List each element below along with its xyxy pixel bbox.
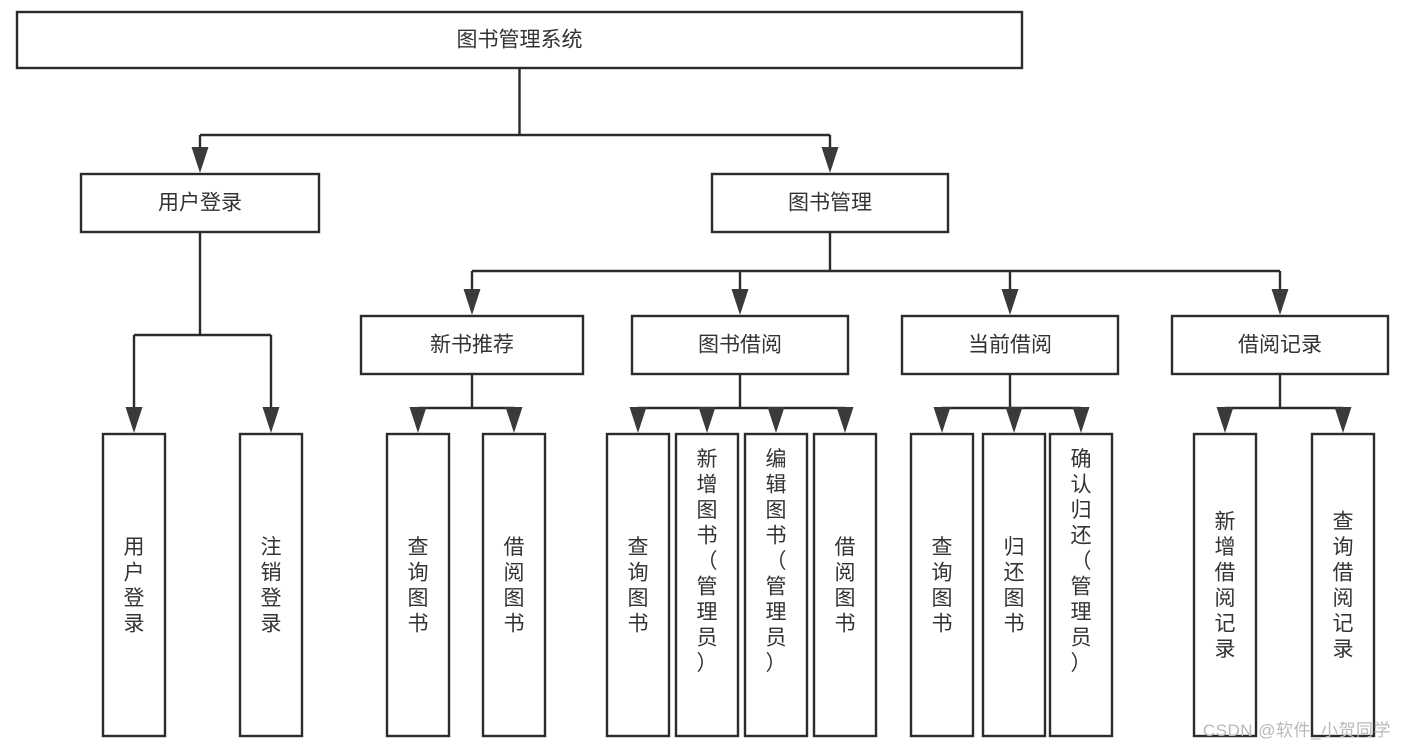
node-label: 图书管理系统 [457,29,583,52]
node-newbook[interactable]: 新书推荐 [359,314,585,376]
node-label: 查询图书 [408,535,429,635]
node-label: 查询图书 [932,535,953,635]
connector-group-bookmgmt [463,232,1289,315]
connector-group-current [933,374,1090,433]
connector-group-records [1216,374,1352,433]
node-label: 查询借阅记录 [1333,510,1354,661]
node-leaf-current-1[interactable]: 查询图书 [909,432,975,738]
node-label: 图书借阅 [698,334,782,357]
node-label: 注销登录 [261,535,282,635]
node-bookmgmt[interactable]: 图书管理 [710,172,950,234]
node-records[interactable]: 借阅记录 [1170,314,1390,376]
node-leaf-borrow-1[interactable]: 查询图书 [605,432,671,738]
node-leaf-current-3[interactable]: 确认归还（管理员） [1048,432,1114,738]
connector-layer [125,68,1352,433]
node-leaf-newbook-2[interactable]: 借阅图书 [481,432,547,738]
node-label: 借阅图书 [835,535,856,635]
node-login[interactable]: 用户登录 [79,172,321,234]
node-label: 当前借阅 [968,334,1052,357]
connector-group-borrow [629,374,854,433]
node-leaf-login-2[interactable]: 注销登录 [238,432,304,738]
node-label: 编辑图书（管理员） [766,448,787,675]
node-leaf-records-1[interactable]: 新增借阅记录 [1192,432,1258,738]
node-root[interactable]: 图书管理系统 [15,10,1024,70]
node-leaf-current-2[interactable]: 归还图书 [981,432,1047,738]
node-label: 用户登录 [124,535,145,635]
node-label: 新书推荐 [430,334,514,357]
node-label: 用户登录 [158,192,242,215]
node-leaf-records-2[interactable]: 查询借阅记录 [1310,432,1376,738]
node-current[interactable]: 当前借阅 [900,314,1120,376]
node-label: 新增图书（管理员） [697,448,718,675]
node-label: 确认归还（管理员） [1071,448,1092,675]
node-leaf-login-1[interactable]: 用户登录 [101,432,167,738]
node-leaf-borrow-4[interactable]: 借阅图书 [812,432,878,738]
connector-group-login [125,232,280,433]
node-layer: 图书管理系统用户登录图书管理新书推荐图书借阅当前借阅借阅记录用户登录注销登录查询… [15,10,1390,738]
node-label: 归还图书 [1004,535,1025,635]
node-label: 借阅记录 [1238,334,1322,357]
node-leaf-newbook-1[interactable]: 查询图书 [385,432,451,738]
node-label: 查询图书 [628,535,649,635]
connector-group-newbook [409,374,523,433]
node-borrow[interactable]: 图书借阅 [630,314,850,376]
node-leaf-borrow-2[interactable]: 新增图书（管理员） [674,432,740,738]
node-leaf-borrow-3[interactable]: 编辑图书（管理员） [743,432,809,738]
connector-group-root [191,68,839,173]
node-label: 借阅图书 [504,535,525,635]
node-label: 新增借阅记录 [1215,510,1236,661]
node-label: 图书管理 [788,192,872,215]
